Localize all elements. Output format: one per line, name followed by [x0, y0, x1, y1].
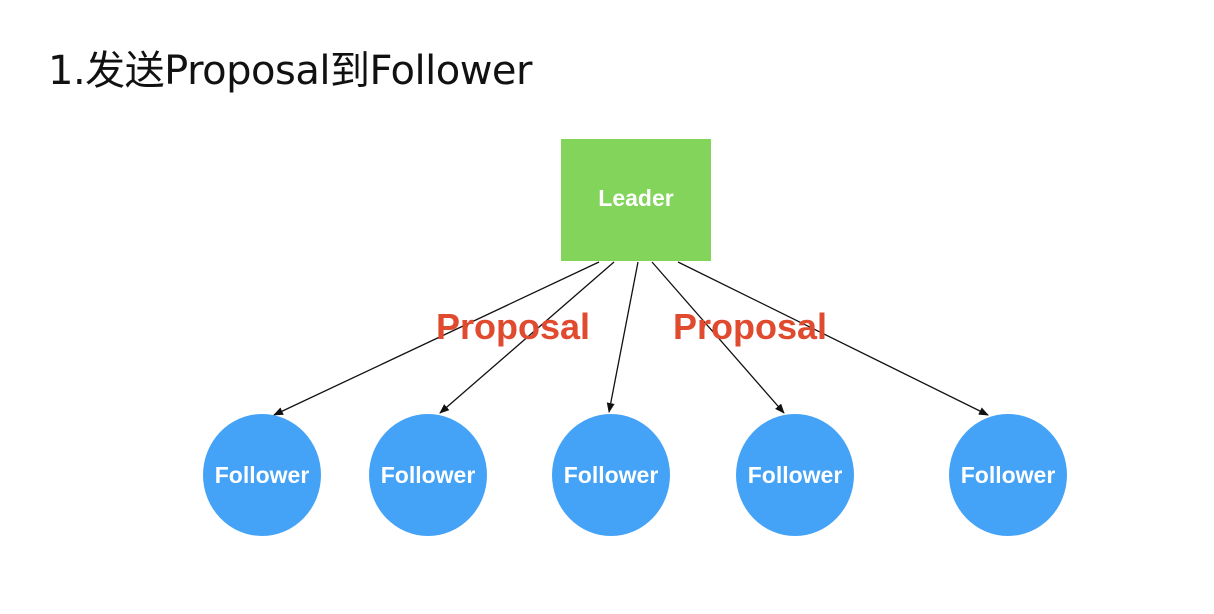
follower-node-1: Follower [203, 414, 321, 536]
follower-label: Follower [960, 461, 1056, 488]
arrow-leader-to-follower-4 [651, 261, 785, 414]
page-title: 1.发送Proposal到Follower [48, 48, 532, 94]
arrow-leader-to-follower-2 [439, 261, 615, 414]
leader-label: Leader [598, 184, 674, 211]
follower-label: Follower [747, 461, 843, 488]
follower-label: Follower [563, 461, 659, 488]
follower-node-4: Follower [736, 414, 854, 536]
follower-node-3: Follower [552, 414, 670, 536]
proposal-label-right: Proposal [673, 306, 828, 347]
arrow-leader-to-follower-5 [677, 261, 989, 416]
arrow-leader-to-follower-1 [273, 261, 600, 416]
follower-label: Follower [380, 461, 476, 488]
follower-label: Follower [214, 461, 310, 488]
follower-node-5: Follower [949, 414, 1067, 536]
proposal-label-left: Proposal [436, 306, 591, 347]
arrow-leader-to-follower-3 [606, 261, 639, 413]
leader-node: Leader [561, 139, 711, 261]
follower-node-2: Follower [369, 414, 487, 536]
